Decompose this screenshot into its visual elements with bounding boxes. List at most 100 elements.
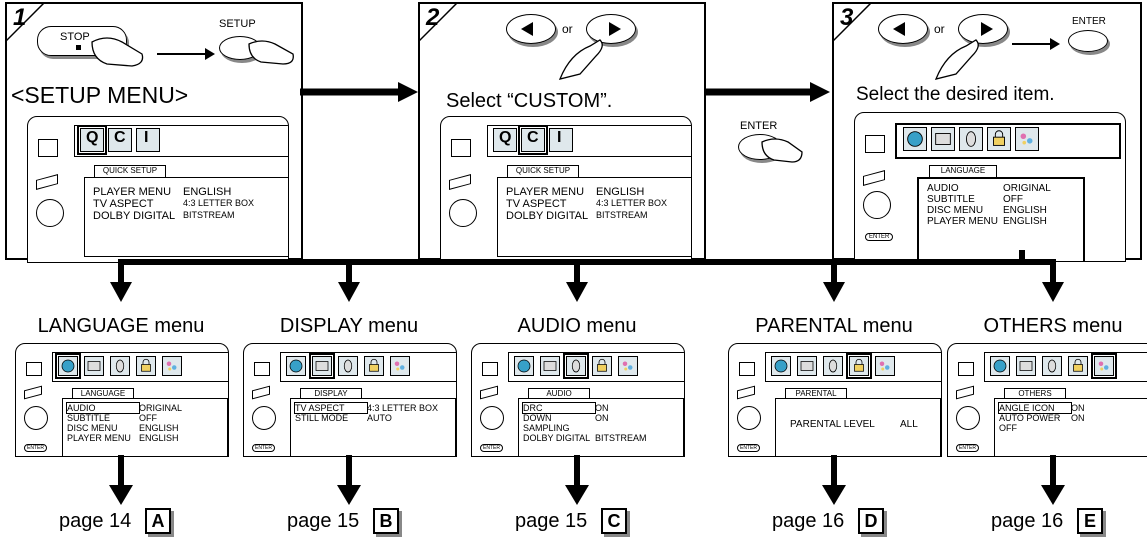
submenu-tab: DISPLAY bbox=[300, 388, 362, 399]
others-icon[interactable] bbox=[1015, 127, 1039, 151]
audio-icon[interactable] bbox=[338, 356, 358, 376]
audio-icon[interactable] bbox=[959, 127, 983, 151]
step-number: 2 bbox=[426, 4, 440, 31]
enter-small-button: ENTER bbox=[24, 444, 47, 452]
enter-button[interactable] bbox=[1068, 30, 1108, 52]
flow-arrow bbox=[300, 82, 418, 102]
submenu-tab: AUDIO bbox=[528, 388, 590, 399]
step-number: 3 bbox=[840, 4, 854, 31]
step-corner bbox=[5, 2, 46, 43]
player-icon bbox=[863, 170, 885, 186]
tv-icon bbox=[482, 362, 498, 376]
parental-icon[interactable] bbox=[136, 356, 156, 376]
section-letter-badge: E bbox=[1077, 508, 1103, 534]
menu-bar bbox=[508, 352, 684, 382]
hand-icon bbox=[934, 39, 979, 80]
display-icon[interactable] bbox=[309, 353, 335, 379]
others-icon[interactable] bbox=[618, 356, 638, 376]
display-icon[interactable] bbox=[797, 356, 817, 376]
audio-icon[interactable] bbox=[110, 356, 130, 376]
stop-button[interactable]: STOP bbox=[37, 26, 127, 56]
dpad-icon bbox=[956, 406, 980, 430]
language-icon[interactable] bbox=[771, 356, 791, 376]
left-button[interactable] bbox=[506, 14, 556, 44]
enter-small-button: ENTER bbox=[252, 444, 275, 452]
dpad-icon bbox=[36, 199, 64, 227]
select-item-heading: Select the desired item. bbox=[856, 84, 1055, 105]
hand-icon bbox=[91, 37, 144, 67]
right-button[interactable] bbox=[586, 14, 636, 44]
language-icon[interactable] bbox=[903, 127, 927, 151]
audio-icon[interactable] bbox=[563, 353, 589, 379]
custom-icon[interactable]: C bbox=[518, 125, 548, 155]
display-icon[interactable] bbox=[931, 127, 955, 151]
player-icon bbox=[24, 385, 42, 400]
enter-label: ENTER bbox=[740, 120, 778, 132]
display-icon[interactable] bbox=[540, 356, 560, 376]
others-icon[interactable] bbox=[390, 356, 410, 376]
submenu-tab: LANGUAGE bbox=[72, 388, 134, 399]
language-icon[interactable] bbox=[990, 356, 1010, 376]
custom-icon[interactable]: C bbox=[108, 128, 132, 152]
player-icon bbox=[480, 385, 498, 400]
menu-title: PARENTAL menu bbox=[755, 315, 913, 337]
enter-label: ENTER bbox=[1072, 16, 1106, 27]
parental-icon[interactable] bbox=[592, 356, 612, 376]
language-icon[interactable] bbox=[514, 356, 534, 376]
display-icon[interactable] bbox=[1016, 356, 1036, 376]
enter-small-button: ENTER bbox=[480, 444, 503, 452]
others-icon[interactable] bbox=[875, 356, 895, 376]
enter-small-button: ENTER bbox=[865, 233, 894, 241]
language-tab: LANGUAGE bbox=[929, 165, 997, 178]
audio-icon[interactable] bbox=[823, 356, 843, 376]
menu-title: OTHERS menu bbox=[983, 315, 1123, 337]
parental-icon[interactable] bbox=[364, 356, 384, 376]
others-icon[interactable] bbox=[1091, 353, 1117, 379]
parental-icon[interactable] bbox=[1068, 356, 1088, 376]
page-reference: page 15 bbox=[515, 510, 588, 532]
right-button[interactable] bbox=[958, 14, 1008, 44]
page-reference: page 15 bbox=[287, 510, 360, 532]
down-arrow-icon bbox=[1041, 455, 1065, 505]
quick-setup-icon[interactable]: Q bbox=[77, 125, 107, 155]
tv-icon bbox=[38, 139, 58, 157]
initialize-icon[interactable]: I bbox=[136, 128, 160, 152]
quick-setup-tab: QUICK SETUP bbox=[94, 165, 166, 178]
language-icon[interactable] bbox=[286, 356, 306, 376]
menu-bar bbox=[280, 352, 456, 382]
audio-icon[interactable] bbox=[1042, 356, 1062, 376]
dpad-icon bbox=[480, 406, 504, 430]
custom-icons bbox=[286, 353, 410, 379]
player-icon bbox=[252, 385, 270, 400]
tv-icon bbox=[26, 362, 42, 376]
or-label: or bbox=[562, 22, 573, 36]
others-icon[interactable] bbox=[162, 356, 182, 376]
display-icon[interactable] bbox=[84, 356, 104, 376]
parental-icon[interactable] bbox=[846, 353, 872, 379]
parental-icon[interactable] bbox=[987, 127, 1011, 151]
setup-label: SETUP bbox=[219, 18, 256, 30]
initialize-icon[interactable]: I bbox=[549, 128, 573, 152]
left-button[interactable] bbox=[878, 14, 928, 44]
custom-icons bbox=[514, 353, 638, 379]
or-label: or bbox=[934, 22, 945, 36]
language-icon[interactable] bbox=[55, 353, 81, 379]
quick-setup-icon[interactable]: Q bbox=[493, 128, 517, 152]
branch-connector bbox=[110, 250, 1064, 302]
section-letter-badge: D bbox=[858, 508, 884, 534]
